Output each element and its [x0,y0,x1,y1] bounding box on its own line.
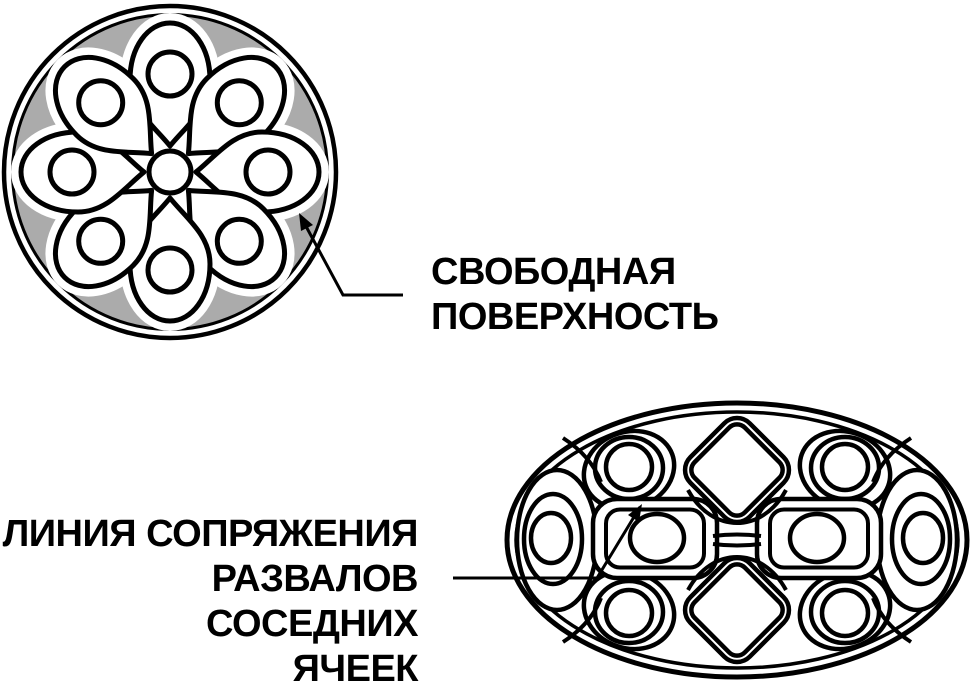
petal-flower [21,23,319,321]
label-line: РАЗВАЛОВ СОСЕДНИХ [205,558,419,645]
middle-right-cell [754,496,884,581]
left-end-cell [514,467,600,613]
label-line: ЯЧЕЕК [292,648,419,690]
top-diamond-cell [682,415,792,525]
callouts [299,213,642,580]
free-surface-label: СВОБОДНАЯ ПОВЕРХНОСТЬ [431,250,719,340]
middle-left-cell [590,496,720,581]
label-line: ЛИНИЯ СОПРЯЖЕНИЯ [2,513,419,555]
free-surface-arrowhead-icon [299,213,313,231]
bottom-right-cell [797,568,893,652]
center-junction [686,489,788,591]
right-end-cell [874,467,960,613]
label-line: ПОВЕРХНОСТЬ [431,296,719,338]
oval-cross-section-figure [504,400,970,680]
bottom-diamond-cell [682,555,792,665]
cell-separators [561,436,913,644]
bottom-left-cell [581,568,677,652]
label-line: СВОБОДНАЯ [431,251,676,293]
round-cross-section-figure [1,3,339,341]
center-ring [146,148,194,196]
junction-leader-line [453,506,642,580]
junction-arrowhead-icon [628,504,642,522]
free-surface-leader-line [299,216,403,297]
junction-label: ЛИНИЯ СОПРЯЖЕНИЯ РАЗВАЛОВ СОСЕДНИХ ЯЧЕЕК [0,512,419,692]
